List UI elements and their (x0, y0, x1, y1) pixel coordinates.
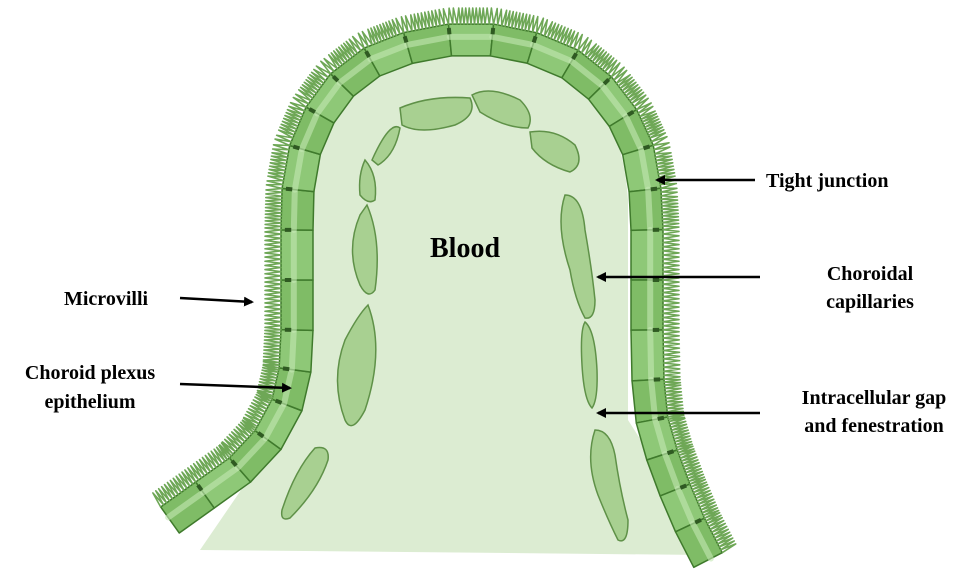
tight-junction (286, 189, 292, 190)
tight-junction (449, 28, 450, 34)
epithelial-cell (448, 24, 493, 56)
tight-junction (680, 485, 686, 487)
tight-junction (658, 418, 664, 419)
intracellular-label-line2: and fenestration (804, 415, 943, 437)
tight-junction-label: Tight junction (766, 170, 888, 192)
tight-junction (405, 36, 407, 42)
microvilli-label: Microvilli (64, 288, 148, 310)
tight-junction (534, 36, 536, 42)
tight-junction (366, 51, 369, 57)
tight-junction (493, 28, 494, 34)
intracellular-label-line1: Intracellular gap (802, 387, 947, 409)
tight-junction (573, 54, 576, 60)
microvilli-arrow (180, 298, 252, 302)
tight-junction (628, 112, 633, 115)
epithelial-cell (281, 280, 313, 330)
cell-highlight (650, 330, 651, 380)
choroidal-label-line2: capillaries (826, 291, 914, 313)
tight-junction (667, 451, 673, 453)
choroid-plexus-label-line1: Choroid plexus (25, 362, 155, 384)
choroidal-label-line1: Choroidal (827, 263, 914, 285)
blood-label: Blood (430, 233, 500, 264)
tight-junction (276, 401, 282, 403)
cell-highlight (648, 190, 650, 230)
epithelial-cell (281, 230, 313, 280)
cell-highlight (294, 190, 295, 230)
cell-highlight (292, 330, 294, 370)
epithelial-cell (631, 230, 663, 280)
tight-junction (309, 109, 315, 112)
tight-junction (283, 368, 289, 369)
tight-junction (651, 189, 657, 190)
tight-junction (695, 520, 701, 523)
choroid-plexus-label-line2: epithelium (44, 391, 135, 413)
epithelial-cell (631, 280, 663, 330)
tight-junction (644, 146, 650, 148)
tight-junction (293, 147, 299, 149)
